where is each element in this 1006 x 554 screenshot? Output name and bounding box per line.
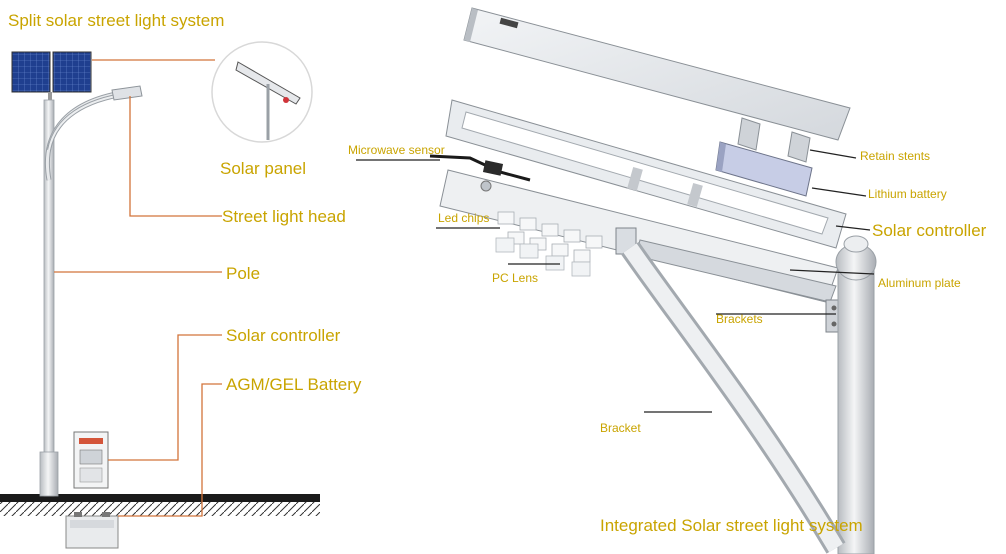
microwave-sensor: [429, 154, 531, 182]
label-street-light-head: Street light head: [222, 207, 346, 226]
bracket-arm: [620, 241, 846, 554]
split-system-title: Split solar street light system: [8, 11, 224, 30]
label-pc-lens: PC Lens: [492, 271, 538, 285]
integrated-solar-panel: [463, 7, 851, 141]
integrated-system-title: Integrated Solar street light system: [600, 516, 863, 535]
label-agm-gel-battery: AGM/GEL Battery: [226, 375, 362, 394]
label-pole: Pole: [226, 264, 260, 283]
label-integrated-solar-controller: Solar controller: [872, 221, 987, 240]
label-lithium-battery: Lithium battery: [868, 187, 947, 201]
label-led-chips: Led chips: [438, 211, 489, 225]
split-leader-lines: [54, 59, 222, 517]
lithium-battery: [715, 141, 813, 197]
label-brackets: Brackets: [716, 312, 763, 326]
integrated-leader-lines: [356, 149, 875, 413]
ground: [0, 494, 320, 516]
label-aluminum-plate: Aluminum plate: [878, 276, 961, 290]
integrated-pole: [835, 235, 877, 554]
street-light-head: [111, 85, 143, 101]
solar-panel-zoom-circle: [211, 41, 313, 143]
pc-lens: [495, 237, 591, 277]
agm-gel-battery: [65, 512, 119, 549]
integrated-frame: [445, 99, 847, 249]
label-microwave-sensor: Microwave sensor: [348, 143, 445, 157]
retain-stents: [737, 117, 811, 163]
label-retain-stents: Retain stents: [860, 149, 930, 163]
label-solar-panel: Solar panel: [220, 159, 306, 178]
split-solar-controller: [73, 431, 109, 489]
label-bracket: Bracket: [600, 421, 641, 435]
lamp-arm: [45, 89, 129, 181]
split-solar-panel: [11, 51, 92, 102]
label-split-solar-controller: Solar controller: [226, 326, 341, 345]
pole: [39, 99, 59, 497]
